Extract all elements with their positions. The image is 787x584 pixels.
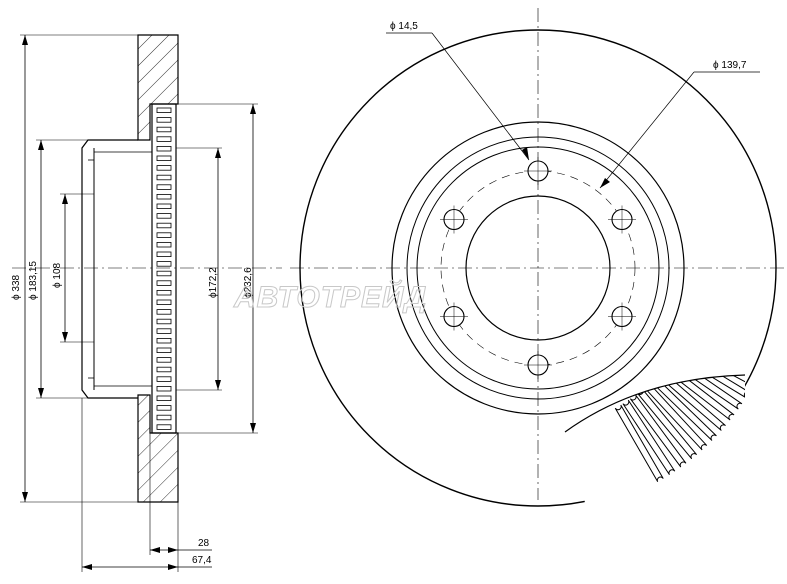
vent-vane	[686, 324, 767, 361]
bolt-hole	[524, 157, 552, 185]
vent-slot	[156, 405, 172, 411]
vent-slot	[156, 328, 172, 334]
hat-profile	[81, 139, 138, 399]
vent-slot	[156, 366, 172, 373]
vent-vane	[672, 375, 745, 399]
label-thickness: 28	[198, 538, 210, 549]
vent-slot	[156, 251, 172, 257]
vent-slot	[156, 232, 172, 238]
vent-slot	[156, 309, 172, 315]
label-total-height: 67,4	[192, 555, 212, 566]
vent-slot	[156, 174, 172, 181]
vent-slot	[156, 337, 172, 344]
vent-vane	[694, 298, 778, 322]
disc-outer-edge	[299, 29, 777, 507]
vent-slot	[156, 357, 172, 363]
label-pcd: ϕ 139,7	[713, 60, 747, 71]
label-hub-diameter: ϕ 183,15	[28, 261, 39, 300]
rotor-vent-slots	[156, 107, 172, 430]
label-bore-diameter: ϕ 108	[52, 262, 63, 288]
vent-slot	[156, 145, 172, 152]
vent-slot	[156, 280, 172, 286]
vent-slot	[156, 203, 172, 209]
section-view: ϕ 338 ϕ 183,15 ϕ 108 ϕ172,2 ϕ232,6	[11, 34, 282, 572]
vent-slot	[156, 136, 172, 142]
bolt-holes	[439, 157, 637, 379]
rotor-vent-core	[151, 103, 177, 434]
vent-slot	[156, 184, 172, 190]
vent-slot	[156, 222, 172, 229]
bolt-hole	[439, 205, 468, 234]
bolt-hole	[608, 302, 637, 331]
pcd-circle	[440, 170, 636, 366]
front-view: ϕ 14,5 ϕ 139,7 АВТОТРЕЙД	[233, 8, 787, 520]
label-inner-friction-diameter: ϕ172,2	[208, 267, 219, 298]
vent-slot	[156, 385, 172, 392]
bolt-hole	[608, 205, 637, 234]
vent-vane	[614, 404, 664, 483]
watermark: АВТОТРЕЙД	[233, 279, 427, 314]
vent-slot	[156, 347, 172, 353]
vent-slot	[156, 299, 172, 305]
vent-slot	[156, 318, 172, 325]
vent-slot	[156, 414, 172, 421]
vent-slot	[156, 289, 172, 296]
bolt-hole	[439, 302, 468, 331]
label-outer-diameter: ϕ 338	[11, 274, 22, 300]
vent-slot	[156, 376, 172, 382]
vent-slot	[156, 424, 172, 430]
vent-slot	[156, 165, 172, 171]
label-bolt-hole-diameter: ϕ 14,5	[390, 21, 418, 32]
vent-vane	[662, 375, 735, 421]
hat-step-edge	[416, 146, 660, 390]
friction-inner-edge	[391, 121, 685, 415]
vent-vane	[629, 394, 687, 468]
vent-slot	[156, 213, 172, 219]
vent-slot	[156, 241, 172, 248]
section-hatch-top	[137, 34, 179, 141]
vent-vane	[682, 332, 762, 373]
vent-slot	[156, 155, 172, 161]
leader-bolt-hole	[431, 32, 530, 161]
vent-slot	[156, 117, 172, 123]
section-hatch-bottom	[137, 394, 179, 503]
label-outer-friction-diameter: ϕ232,6	[243, 267, 254, 298]
vent-slot	[156, 270, 172, 277]
hat-outer-edge	[406, 136, 670, 400]
center-bore	[465, 195, 611, 341]
bolt-hole	[524, 351, 552, 379]
vent-vane	[689, 315, 772, 348]
vent-slot	[156, 261, 172, 267]
vent-slot	[156, 126, 172, 133]
vent-slot	[156, 107, 172, 113]
vent-slot	[156, 193, 172, 200]
leader-pcd	[599, 71, 695, 189]
vent-vane	[692, 307, 776, 335]
vent-slot	[156, 395, 172, 401]
